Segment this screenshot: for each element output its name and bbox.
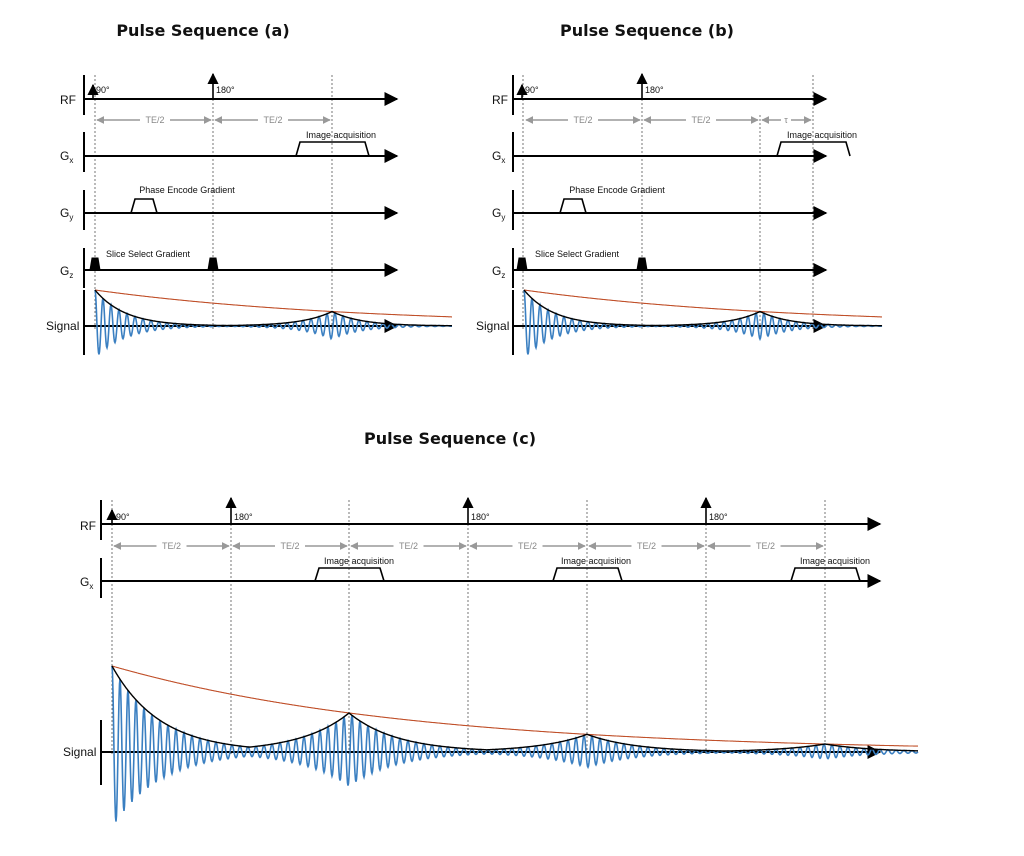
- gy-label: Gy: [60, 206, 73, 222]
- te-half-label: TE/2: [263, 115, 282, 125]
- te-half-label: TE/2: [399, 541, 418, 551]
- signal-label: Signal: [46, 319, 79, 333]
- gx-label: Gx: [60, 149, 73, 165]
- image-acquisition-label: Image acquisition: [800, 556, 870, 566]
- rf-90-label: 90°: [525, 85, 539, 95]
- readout-gradient: [295, 141, 370, 157]
- image-acquisition-label: Image acquisition: [561, 556, 631, 566]
- panel-a-title: Pulse Sequence (a): [116, 21, 289, 40]
- te-half-label: TE/2: [518, 541, 537, 551]
- rf-180-label: 180°: [216, 85, 235, 95]
- t2-decay-curve: [111, 665, 918, 747]
- signal-label: Signal: [63, 745, 96, 759]
- image-acquisition-label: Image acquisition: [324, 556, 394, 566]
- tau-label: τ: [784, 115, 788, 125]
- signal-waveform: [94, 289, 452, 355]
- image-acquisition-label: Image acquisition: [306, 130, 376, 140]
- gx-label: Gx: [80, 575, 93, 591]
- echo-envelope: [523, 289, 883, 327]
- te-half-label: TE/2: [145, 115, 164, 125]
- gx-label: Gx: [492, 149, 505, 165]
- te-half-arrows: TE/2 TE/2 TE/2 TE/2 TE/2 TE/2: [113, 540, 824, 551]
- image-acquisition-label: Image acquisition: [787, 130, 857, 140]
- rf-180-label: 180°: [645, 85, 664, 95]
- te-half-label: TE/2: [280, 541, 299, 551]
- slice-select-label: Slice Select Gradient: [535, 249, 620, 259]
- signal-waveform: [523, 289, 883, 355]
- slice-select-label: Slice Select Gradient: [106, 249, 191, 259]
- readout-gradient: [552, 567, 623, 582]
- gz-label: Gz: [492, 264, 505, 280]
- rf-90-label: 90°: [96, 85, 110, 95]
- rf-180-label: 180°: [471, 512, 490, 522]
- signal-waveform: [111, 665, 919, 822]
- te-half-label: TE/2: [573, 115, 592, 125]
- slice-select-gradient: [516, 257, 528, 271]
- rf-90-label: 90°: [116, 512, 130, 522]
- te-half-label: TE/2: [756, 541, 775, 551]
- rf-label: RF: [60, 93, 76, 107]
- phase-encode-label: Phase Encode Gradient: [139, 185, 235, 195]
- rf-180-label: 180°: [234, 512, 253, 522]
- rf-180-label: 180°: [709, 512, 728, 522]
- slice-select-gradient: [89, 257, 101, 271]
- panel-a: Pulse Sequence (a) RF Gx Gy Gz Signal 90…: [46, 21, 452, 355]
- panel-b: Pulse Sequence (b) RF Gx Gy Gz Signal 90…: [476, 21, 883, 355]
- gz-label: Gz: [60, 264, 73, 280]
- t2-decay-curve: [94, 289, 452, 318]
- phase-encode-gradient: [130, 198, 158, 214]
- gy-label: Gy: [492, 206, 505, 222]
- rf-label: RF: [492, 93, 508, 107]
- signal-label: Signal: [476, 319, 509, 333]
- echo-envelope: [94, 289, 452, 327]
- panel-b-title: Pulse Sequence (b): [560, 21, 734, 40]
- slice-select-gradient: [207, 257, 219, 271]
- panel-c: Pulse Sequence (c) RF Gx Signal 90° 180°…: [63, 429, 919, 822]
- te-half-label: TE/2: [162, 541, 181, 551]
- panel-c-title: Pulse Sequence (c): [364, 429, 536, 448]
- rf-label: RF: [80, 519, 96, 533]
- te-half-label: TE/2: [637, 541, 656, 551]
- echo-envelope: [111, 665, 918, 752]
- t2-decay-curve: [523, 289, 882, 318]
- phase-encode-gradient: [559, 198, 587, 214]
- readout-gradient: [790, 567, 861, 582]
- readout-gradient: [776, 141, 851, 157]
- te-half-label: TE/2: [691, 115, 710, 125]
- slice-select-gradient: [636, 257, 648, 271]
- phase-encode-label: Phase Encode Gradient: [569, 185, 665, 195]
- readout-gradient: [314, 567, 385, 582]
